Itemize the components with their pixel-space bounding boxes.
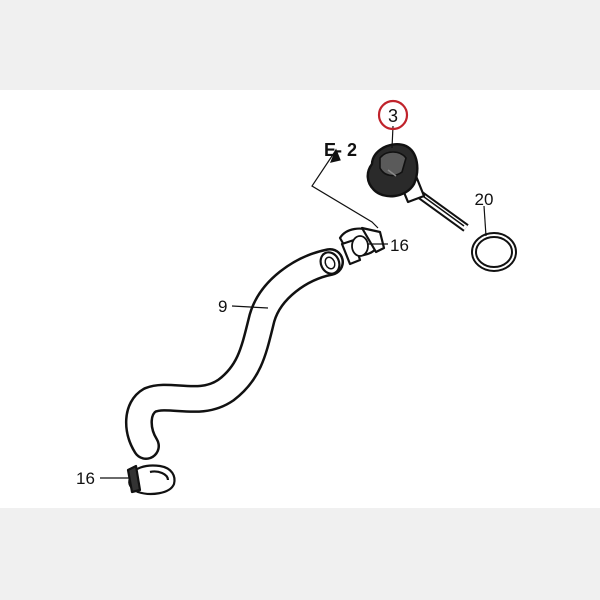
o-ring-part-20 [471, 232, 517, 272]
filler-cap-part-3 [366, 143, 469, 232]
diagram-sheet [0, 90, 600, 508]
leader-lines [100, 125, 487, 479]
hose-part-9 [125, 248, 344, 460]
callout-part-16-bottom: 16 [76, 469, 95, 488]
callout-part-16-top: 16 [390, 236, 409, 255]
clamp-bottom-part-16 [126, 464, 176, 495]
callout-part-20: 20 [475, 190, 494, 209]
clamp-top-part-16 [338, 226, 386, 266]
callout-ref-e2: E- 2 [324, 140, 357, 160]
e2-reference-arrow [311, 148, 379, 229]
callout-part-3: 3 [388, 106, 398, 126]
highlight-circle [377, 99, 409, 131]
callout-part-9: 9 [218, 297, 227, 316]
